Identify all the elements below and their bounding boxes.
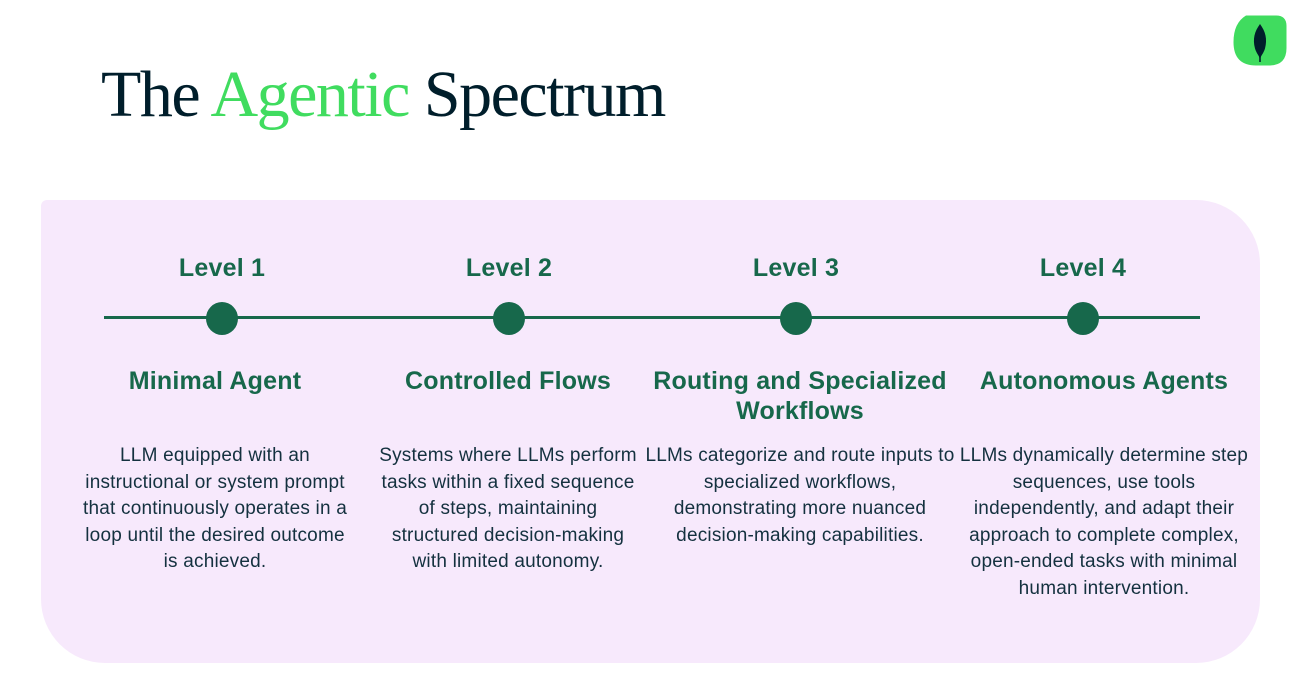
- level-4-column: Autonomous Agents LLMs dynamically deter…: [958, 366, 1250, 602]
- level-3-heading: Routing and Specialized Workflows: [653, 367, 947, 425]
- level-3-column: Routing and Specialized Workflows LLMs c…: [645, 366, 955, 549]
- page-title: The Agentic Spectrum: [101, 58, 666, 131]
- level-2-description: Systems where LLMs perform tasks within …: [379, 445, 637, 572]
- level-4-label: Level 4: [1039, 254, 1127, 282]
- timeline-dot-level-3: [780, 302, 812, 335]
- level-2-column: Controlled Flows Systems where LLMs perf…: [378, 366, 638, 576]
- title-highlight: Agentic: [210, 58, 410, 131]
- spectrum-panel: [41, 200, 1260, 663]
- level-1-column: Minimal Agent LLM equipped with an instr…: [80, 366, 350, 576]
- timeline-dot-level-1: [206, 302, 238, 335]
- level-1-heading: Minimal Agent: [128, 367, 302, 395]
- timeline-line: [104, 316, 1200, 319]
- title-suffix: Spectrum: [423, 58, 666, 131]
- level-1-label: Level 1: [178, 254, 266, 282]
- timeline-dot-level-4: [1067, 302, 1099, 335]
- mongodb-leaf-icon: [1233, 15, 1287, 66]
- level-3-label: Level 3: [752, 254, 840, 282]
- level-4-description: LLMs dynamically determine step sequence…: [959, 445, 1249, 599]
- level-3-description: LLMs categorize and route inputs to spec…: [645, 445, 955, 546]
- title-prefix: The: [101, 58, 201, 131]
- level-4-heading: Autonomous Agents: [979, 367, 1229, 395]
- level-2-heading: Controlled Flows: [405, 367, 611, 395]
- timeline-dot-level-2: [493, 302, 525, 335]
- level-1-description: LLM equipped with an instructional or sy…: [83, 445, 347, 572]
- level-2-label: Level 2: [465, 254, 553, 282]
